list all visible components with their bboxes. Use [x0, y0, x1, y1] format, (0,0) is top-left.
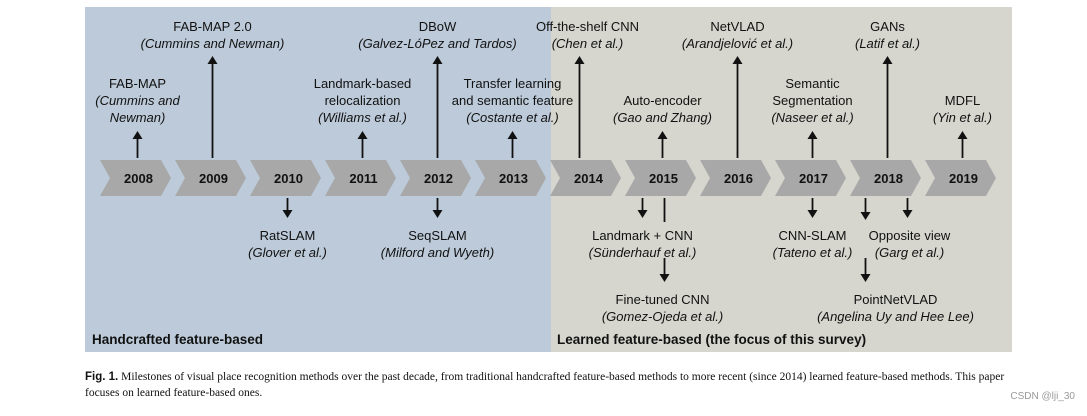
year-chevron-2016 [700, 160, 771, 196]
year-chevron-2008 [100, 160, 171, 196]
gans-label: GANs(Latif et al.) [855, 19, 920, 51]
opposite-view-label: Opposite view(Garg et al.) [869, 228, 951, 260]
seqslam-arrow [432, 198, 443, 218]
fine-tuned-cnn-label: Fine-tuned CNN(Gomez-Ojeda et al.) [602, 292, 723, 324]
year-chevron-2019 [925, 160, 996, 196]
cnn-slam-label: CNN-SLAM(Tateno et al.) [773, 228, 853, 260]
year-label-2012: 2012 [424, 171, 453, 186]
year-label-2008: 2008 [124, 171, 153, 186]
auto-encoder-label: Auto-encoder(Gao and Zhang) [613, 93, 712, 125]
year-label-2016: 2016 [724, 171, 753, 186]
year-chevron-2012 [400, 160, 471, 196]
year-label-2009: 2009 [199, 171, 228, 186]
handcrafted-region-label: Handcrafted feature-based [92, 332, 263, 347]
pointnetvlad-arrow-top [860, 198, 871, 220]
year-chevron-2013 [475, 160, 546, 196]
milestone-arrows [132, 56, 968, 282]
dbow-label: DBoW(Galvez-LóPez and Tardos) [358, 19, 517, 51]
cnn-slam-arrow [807, 198, 818, 218]
year-label-2013: 2013 [499, 171, 528, 186]
opposite-view-arrow [902, 198, 913, 218]
gans-arrow [882, 56, 893, 158]
timeline-bar: 2008 2009 2010 2011 2012 2013 2014 2015 2016 2017… [100, 160, 996, 196]
netvlad-arrow [732, 56, 743, 158]
fab-map-arrow [132, 131, 143, 158]
year-chevron-2015 [625, 160, 696, 196]
year-chevron-2009 [175, 160, 246, 196]
landmark-cnn-label: Landmark + CNN(Sünderhauf et al.) [589, 228, 697, 260]
year-label-2019: 2019 [949, 171, 978, 186]
off-the-shelf-cnn-label: Off-the-shelf CNN(Chen et al.) [536, 19, 639, 51]
semantic-seg-arrow [807, 131, 818, 158]
dbow-arrow [432, 56, 443, 158]
year-chevron-2017 [775, 160, 846, 196]
fab-map-2-arrow [207, 56, 218, 158]
auto-encoder-arrow [657, 131, 668, 158]
year-label-2010: 2010 [274, 171, 303, 186]
year-label-2018: 2018 [874, 171, 903, 186]
netvlad-label: NetVLAD(Arandjelović et al.) [682, 19, 793, 51]
seqslam-label: SeqSLAM(Milford and Wyeth) [381, 228, 494, 260]
milestone-figure: 2008 2009 2010 2011 2012 2013 2014 2015 2016 2017… [85, 7, 1012, 352]
year-label-2014: 2014 [574, 171, 604, 186]
ratslam-arrow [282, 198, 293, 218]
year-chevron-2010 [250, 160, 321, 196]
pointnetvlad-arrow [860, 258, 871, 282]
year-chevron-2011 [325, 160, 396, 196]
watermark: CSDN @lji_30 [1010, 391, 1075, 402]
year-label-2015: 2015 [649, 171, 678, 186]
fab-map-2-label: FAB-MAP 2.0(Cummins and Newman) [141, 19, 285, 51]
transfer-learning-arrow [507, 131, 518, 158]
caption-label: Fig. 1. [85, 371, 119, 383]
mdfl-label: MDFL(Yin et al.) [933, 93, 992, 125]
figure-caption: Fig. 1. Milestones of visual place recog… [85, 369, 1010, 401]
off-the-shelf-cnn-arrow [574, 56, 585, 158]
year-label-2017: 2017 [799, 171, 828, 186]
landmark-reloc-arrow [357, 131, 368, 158]
year-label-2011: 2011 [349, 171, 377, 186]
ratslam-label: RatSLAM(Glover et al.) [248, 228, 327, 260]
fine-tuned-cnn-arrow [659, 258, 670, 282]
landmark-cnn-arrow [637, 198, 648, 218]
caption-text: Milestones of visual place recognition m… [85, 371, 1005, 399]
year-chevron-2014 [550, 160, 621, 196]
mdfl-arrow [957, 131, 968, 158]
learned-region-label: Learned feature-based (the focus of this… [557, 332, 866, 347]
year-chevron-2018 [850, 160, 921, 196]
pointnetvlad-label: PointNetVLAD(Angelina Uy and Hee Lee) [817, 292, 974, 324]
